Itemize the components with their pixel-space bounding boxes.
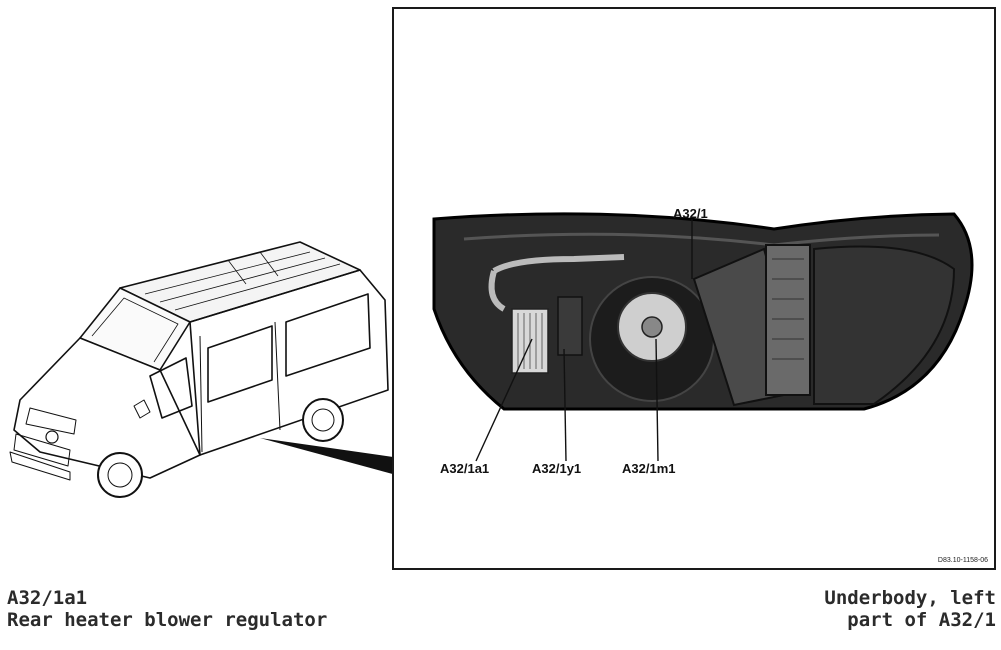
van-illustration	[9, 241, 389, 498]
callout-a32-1m1: A32/1m1	[622, 461, 676, 476]
caption-component-name: Rear heater blower regulator	[7, 609, 328, 631]
caption-location: Underbody, left part of A32/1	[824, 587, 996, 631]
caption-component-code: A32/1a1	[7, 587, 88, 609]
callout-a32-1a1: A32/1a1	[440, 461, 490, 476]
callout-a32-1: A32/1	[673, 206, 708, 221]
caption-component: A32/1a1 Rear heater blower regulator	[7, 587, 327, 631]
location-pointer	[260, 438, 400, 476]
callout-a32-1y1: A32/1y1	[532, 461, 582, 476]
component-photo-frame: A32/1 A32/1a1 A32/1y1 A32/1m1 D83.10-115…	[392, 7, 996, 570]
blower-assembly-photo	[432, 212, 974, 462]
caption-location-line2: part of A32/1	[847, 609, 996, 631]
figure-code: D83.10-1158-06	[937, 557, 988, 564]
caption-location-line1: Underbody, left	[824, 587, 996, 609]
